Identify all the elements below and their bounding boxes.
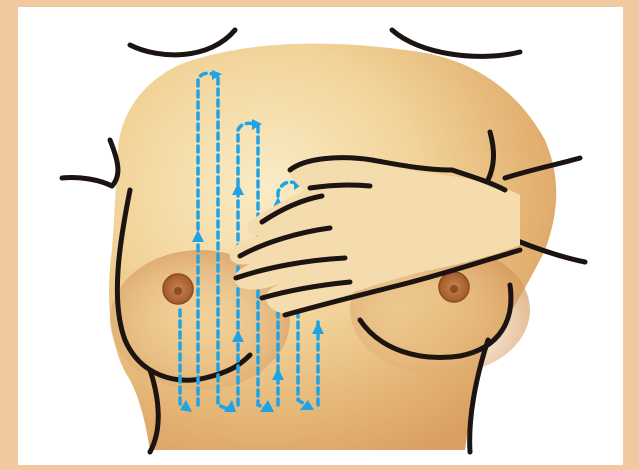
right-nipple-center [450,285,458,293]
thumb-inner-outline [310,185,370,188]
left-armpit-outline [110,140,118,186]
left-shoulder-outline [62,177,112,186]
neck-left-outline [130,30,235,55]
left-nipple-center [174,287,182,295]
